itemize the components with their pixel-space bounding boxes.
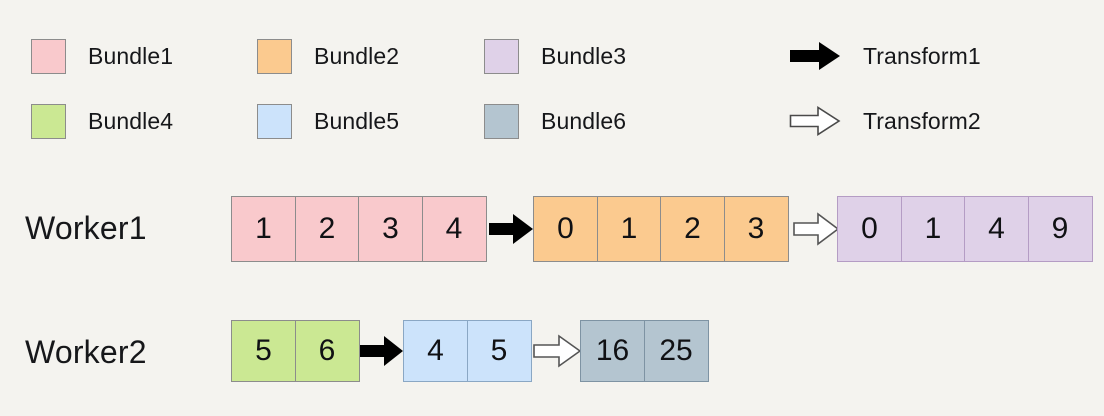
worker2-bundle4-cells: 5 6 [231, 320, 360, 382]
legend-item-bundle6: Bundle6 [484, 104, 626, 139]
solid-right-arrow-icon [790, 42, 840, 70]
legend-label: Transform2 [863, 107, 981, 134]
worker-label-worker1: Worker1 [25, 210, 147, 246]
legend-item-bundle3: Bundle3 [484, 39, 626, 74]
worker1-bundle3-cells: 0 1 4 9 [837, 196, 1093, 262]
legend-item-bundle2: Bundle2 [257, 39, 399, 74]
color-swatch [257, 104, 292, 139]
worker1-bundle1-cells: 1 2 3 4 [231, 196, 487, 262]
hollow-right-arrow-icon [789, 106, 841, 136]
legend-label: Bundle3 [541, 43, 627, 69]
color-swatch [484, 39, 519, 74]
data-cell: 1 [596, 196, 662, 262]
worker2-bundle6-cells: 16 25 [580, 320, 709, 382]
data-cell: 0 [533, 196, 598, 262]
transform2-arrow-worker2 [533, 334, 581, 368]
data-cell: 1 [231, 196, 296, 262]
legend-label: Bundle4 [88, 108, 174, 134]
color-swatch [31, 104, 66, 139]
data-cell: 4 [964, 196, 1029, 262]
data-cell: 1 [900, 196, 966, 262]
data-cell: 4 [421, 196, 487, 262]
worker2-bundle5-cells: 4 5 [403, 320, 532, 382]
transform1-arrow-worker1 [489, 214, 533, 244]
data-cell: 0 [837, 196, 902, 262]
legend-label: Bundle5 [314, 108, 400, 134]
transform2-arrow-worker1 [793, 212, 839, 246]
data-cell: 25 [643, 320, 709, 382]
data-cell: 16 [580, 320, 645, 382]
legend-label: Bundle2 [314, 43, 400, 69]
data-cell: 3 [358, 196, 423, 262]
color-swatch [31, 39, 66, 74]
data-cell: 5 [231, 320, 296, 382]
transform1-arrow-worker2 [360, 336, 403, 366]
legend-item-transform2: Transform2 [789, 104, 981, 138]
data-cell: 2 [294, 196, 360, 262]
legend-item-bundle4: Bundle4 [31, 104, 173, 139]
color-swatch [484, 104, 519, 139]
legend-item-bundle1: Bundle1 [31, 39, 173, 74]
data-cell: 3 [723, 196, 789, 262]
worker1-bundle2-cells: 0 1 2 3 [533, 196, 789, 262]
data-cell: 9 [1027, 196, 1093, 262]
data-cell: 4 [403, 320, 468, 382]
legend-label: Transform1 [863, 42, 981, 69]
legend-label: Bundle6 [541, 108, 627, 134]
worker-label-worker2: Worker2 [25, 334, 147, 370]
data-cell: 5 [466, 320, 532, 382]
data-cell: 2 [660, 196, 725, 262]
legend-item-transform1: Transform1 [789, 39, 981, 73]
legend-item-bundle5: Bundle5 [257, 104, 399, 139]
legend-label: Bundle1 [88, 43, 174, 69]
data-cell: 6 [294, 320, 360, 382]
color-swatch [257, 39, 292, 74]
